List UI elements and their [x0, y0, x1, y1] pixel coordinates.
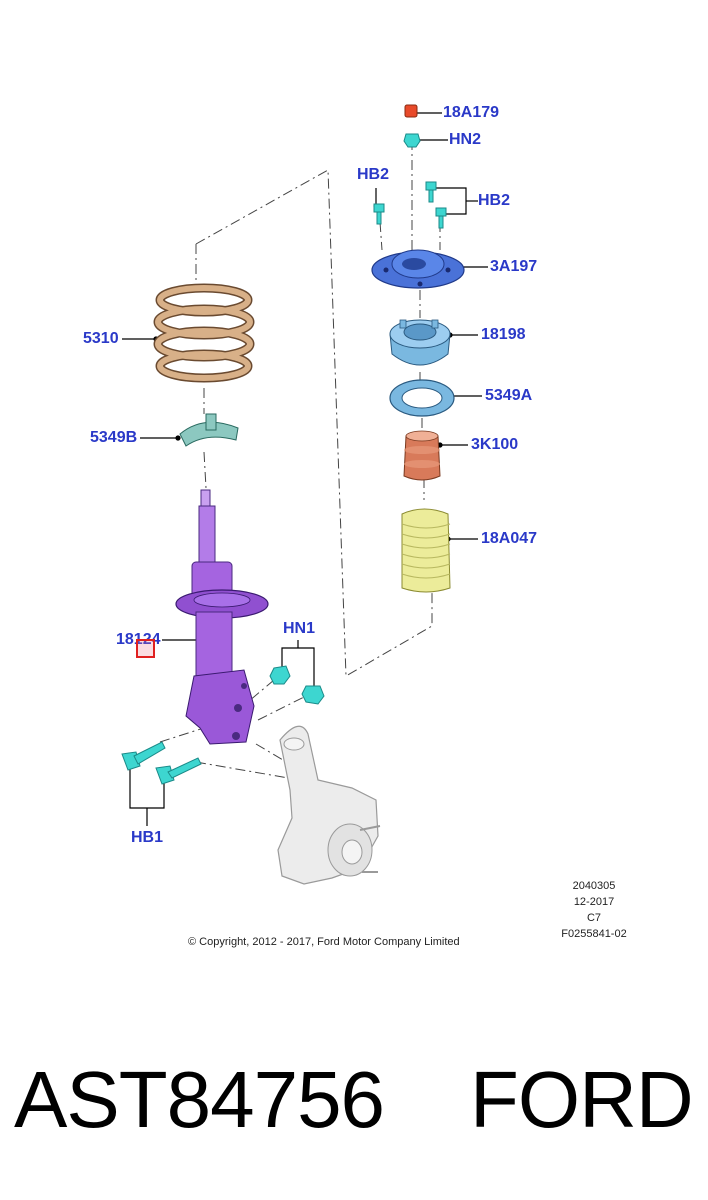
- coil-spring-part[interactable]: [153, 283, 255, 383]
- hn2-nut-part[interactable]: [403, 133, 421, 148]
- callout-5349b[interactable]: 5349B: [90, 429, 138, 446]
- highlight-marker: [136, 639, 155, 658]
- callout-18a047[interactable]: 18A047: [481, 530, 538, 547]
- figure-id: F0255841-02: [561, 928, 627, 940]
- upper-spring-seat-part[interactable]: [389, 379, 455, 417]
- strut-assembly-part[interactable]: [175, 489, 269, 745]
- revision-date: 12-2017: [573, 896, 615, 908]
- dust-boot-part[interactable]: [401, 508, 451, 593]
- top-nut-part[interactable]: [404, 104, 418, 118]
- hn1-nuts-part[interactable]: [269, 665, 325, 705]
- model-code: C7: [586, 912, 602, 924]
- callout-5310[interactable]: 5310: [83, 330, 119, 347]
- callout-18a179[interactable]: 18A179: [443, 104, 500, 121]
- reference-number: 2040305: [572, 880, 616, 892]
- copyright-notice: © Copyright, 2012 - 2017, Ford Motor Com…: [188, 936, 460, 948]
- bump-stop-part[interactable]: [403, 430, 441, 481]
- hb1-bolts-part[interactable]: [121, 741, 202, 785]
- exploded-view-diagram: [121, 104, 488, 885]
- callout-hb1[interactable]: HB1: [131, 829, 164, 846]
- callout-hb2-left[interactable]: HB2: [357, 166, 390, 183]
- callout-18198[interactable]: 18198: [481, 326, 526, 343]
- callout-3k100[interactable]: 3K100: [471, 436, 519, 453]
- callout-hn2[interactable]: HN2: [449, 131, 482, 148]
- callout-hb2-right[interactable]: HB2: [478, 192, 511, 209]
- top-mount-part[interactable]: [371, 249, 465, 289]
- brand-name: FORD: [470, 1055, 694, 1144]
- hb2-bolts-part[interactable]: [373, 181, 447, 229]
- steering-knuckle-part: [277, 725, 381, 885]
- callout-5349a[interactable]: 5349A: [485, 387, 533, 404]
- lower-spring-insulator-part[interactable]: [179, 413, 239, 447]
- callout-hn1[interactable]: HN1: [283, 620, 316, 637]
- part-number: AST84756: [14, 1055, 385, 1144]
- callout-3a197[interactable]: 3A197: [490, 258, 538, 275]
- bearing-part[interactable]: [389, 319, 451, 366]
